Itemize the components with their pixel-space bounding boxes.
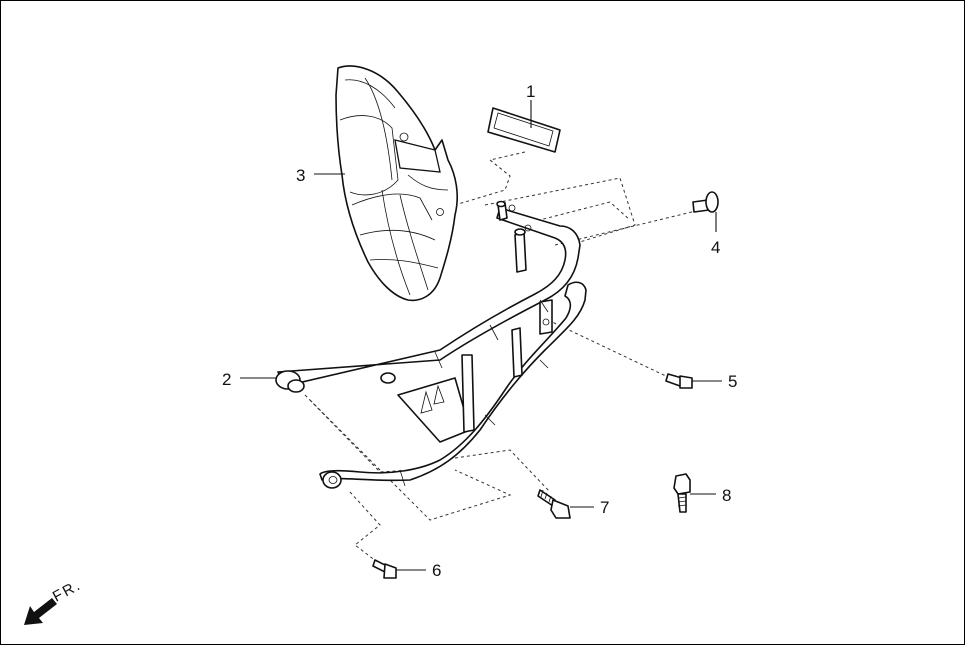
front-direction-indicator: FR. xyxy=(24,576,85,625)
callout-6: 6 xyxy=(432,561,441,580)
callout-5: 5 xyxy=(728,372,737,391)
long-bolt-part-7[interactable] xyxy=(537,489,571,519)
callout-4: 4 xyxy=(711,238,720,257)
callout-1: 1 xyxy=(526,82,535,101)
leader-lines xyxy=(240,100,722,571)
callout-7: 7 xyxy=(600,498,609,517)
callout-8: 8 xyxy=(722,486,731,505)
front-direction-label: FR. xyxy=(50,576,85,605)
callout-3: 3 xyxy=(296,166,305,185)
hex-bolt-part-8[interactable] xyxy=(673,473,691,513)
callout-2: 2 xyxy=(222,370,231,389)
bumper-frame-part-2[interactable] xyxy=(275,200,587,489)
arrow-down-left-icon xyxy=(24,598,57,625)
flange-bolt-part-5[interactable] xyxy=(665,373,693,389)
clip-part-4[interactable] xyxy=(692,191,719,213)
front-fender-part-3[interactable] xyxy=(335,65,458,302)
rubber-pad-part-1[interactable] xyxy=(487,107,561,153)
short-bolt-part-6[interactable] xyxy=(372,559,397,579)
